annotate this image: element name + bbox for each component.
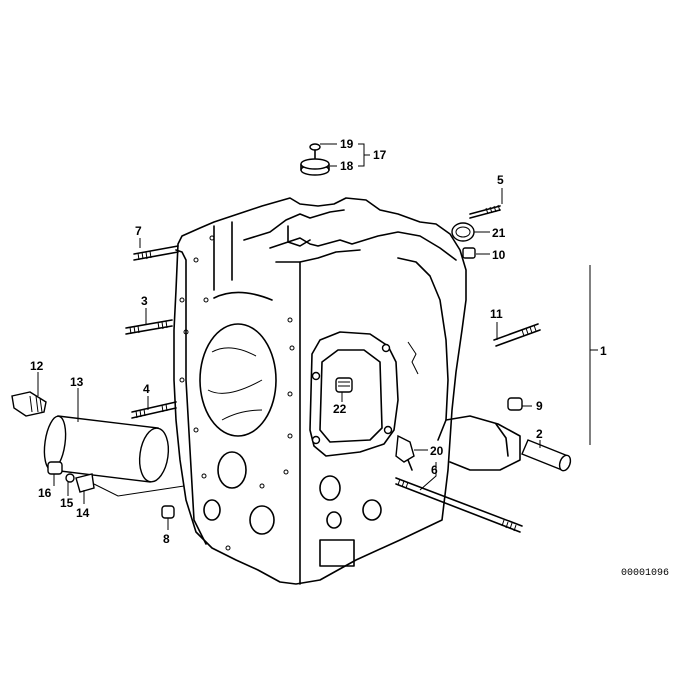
stud-part-5 [469,204,501,219]
washer-part-16 [47,461,63,475]
callout-20: 20 [430,444,444,458]
breather-cover-part-18 [300,158,330,176]
nut-part-8 [161,505,175,519]
callout-2: 2 [536,427,543,441]
callout-3: 3 [141,294,148,308]
callout-labels: 1 2 3 4 5 6 7 8 9 10 11 12 13 14 15 16 1… [30,137,607,546]
callout-14: 14 [76,506,90,520]
callout-7: 7 [135,224,142,238]
callout-9: 9 [536,399,543,413]
stud-part-3 [125,319,173,335]
fitting-part-22 [335,377,353,393]
screw-part-14 [75,473,95,493]
callout-11: 11 [490,307,503,321]
stud-part-7 [133,245,179,261]
callout-15: 15 [60,496,74,510]
callout-18: 18 [340,159,354,173]
plug-screw-part-12 [11,391,47,417]
callout-13: 13 [70,375,84,389]
sleeve-part-13 [43,415,170,483]
callout-4: 4 [143,382,150,396]
washer-part-15 [65,473,75,483]
callout-19: 19 [340,137,354,151]
screw-part-19 [309,143,321,159]
nut-part-9 [507,397,523,411]
stud-part-11 [493,323,541,347]
callout-5: 5 [497,173,504,187]
callout-10: 10 [492,248,506,262]
callout-22: 22 [333,402,347,416]
callout-1: 1 [600,344,607,358]
plug-part-21 [451,222,475,242]
crankcase-housing [173,197,521,585]
callout-16: 16 [38,486,52,500]
callout-12: 12 [30,359,44,373]
stud-part-4 [131,401,177,419]
callout-17: 17 [373,148,387,162]
callout-21: 21 [492,226,506,240]
leader-lines [37,143,598,530]
callout-6: 6 [431,463,438,477]
callout-8: 8 [163,532,170,546]
drawing-number: 00001096 [621,568,669,579]
long-stud-part-6 [395,477,523,533]
dowel-part-2 [521,439,572,472]
sensor-part-20 [395,434,415,471]
nut-part-10 [462,247,476,259]
